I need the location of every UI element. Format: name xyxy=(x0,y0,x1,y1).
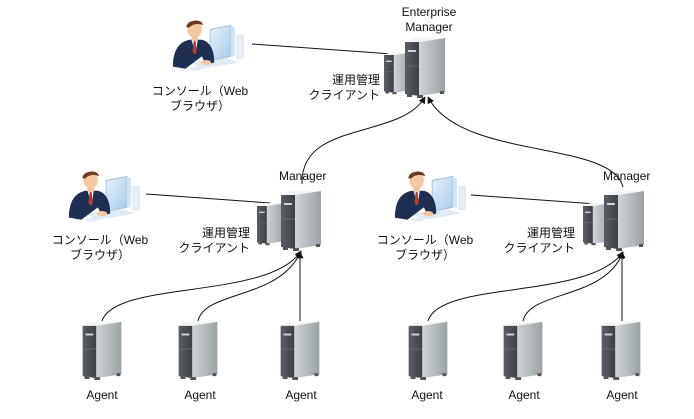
manager1-client-label: 運用管理 クライアント xyxy=(170,226,250,256)
enterprise-label-line2: Manager xyxy=(405,20,453,34)
agent1-1-server xyxy=(82,321,122,380)
console2-label: コンソール（Web ブラウザ） xyxy=(365,233,485,263)
console1-label-line2: ブラウザ） xyxy=(69,248,130,262)
enterprise-manager-server xyxy=(405,37,445,98)
agent2-2-server xyxy=(503,321,543,380)
agent2-1-label: Agent xyxy=(411,388,443,402)
enterprise-client-label-line2: クライアント xyxy=(308,88,380,102)
connectors xyxy=(101,43,626,322)
enterprise-console-person xyxy=(172,19,244,72)
enterprise-client-label-line1: 運用管理 xyxy=(331,73,380,87)
console1-label-line1: コンソール（Web xyxy=(51,233,149,247)
agent1-1-label: Agent xyxy=(86,388,118,402)
console1-person xyxy=(68,170,140,223)
console2-label-line2: ブラウザ） xyxy=(394,248,455,262)
console1-label: コンソール（Web ブラウザ） xyxy=(40,233,160,263)
enterprise-console-label-line2: ブラウザ） xyxy=(169,99,230,113)
manager2-client-label-line2: クライアント xyxy=(503,241,575,255)
connector-manager1-enterprise xyxy=(301,96,426,185)
enterprise-manager-label: Enterprise Manager xyxy=(393,5,465,35)
enterprise-client-label: 運用管理 クライアント xyxy=(300,73,380,103)
console2-person xyxy=(394,170,466,223)
manager1-client-label-line1: 運用管理 xyxy=(201,226,250,240)
agent1-3-server xyxy=(280,321,320,380)
agent1-3-label: Agent xyxy=(285,388,317,402)
manager1-client-server xyxy=(257,202,285,246)
agent2-2-label: Agent xyxy=(508,388,540,402)
agent2-3-label: Agent xyxy=(606,388,638,402)
connector-console1-client1 xyxy=(145,193,271,204)
manager2-client-label: 運用管理 クライアント xyxy=(495,226,575,256)
agent2-3-server xyxy=(601,321,641,380)
manager1-client-label-line2: クライアント xyxy=(178,241,250,255)
manager1-label: Manager xyxy=(279,169,327,183)
connector-manager2-enterprise xyxy=(427,96,624,188)
enterprise-label-line1: Enterprise xyxy=(401,5,457,19)
manager2-client-label-line1: 運用管理 xyxy=(526,226,575,240)
connector-agent2-2 xyxy=(522,251,625,322)
enterprise-console-label: コンソール（Web ブラウザ） xyxy=(140,84,260,114)
agent1-2-label: Agent xyxy=(184,388,216,402)
agent2-1-server xyxy=(408,321,448,380)
console2-label-line1: コンソール（Web xyxy=(376,233,474,247)
connector-console-enterprise xyxy=(251,43,393,55)
agent1-2-server xyxy=(178,321,218,380)
manager2-label: Manager xyxy=(603,169,651,183)
connector-console2-client2 xyxy=(470,194,597,205)
manager2-server xyxy=(604,190,644,251)
connector-agent1-2 xyxy=(197,250,302,322)
connector-agent1-1 xyxy=(101,250,302,322)
connector-agent2-1 xyxy=(427,251,624,322)
manager1-server xyxy=(281,190,321,251)
enterprise-console-label-line1: コンソール（Web xyxy=(151,84,249,98)
